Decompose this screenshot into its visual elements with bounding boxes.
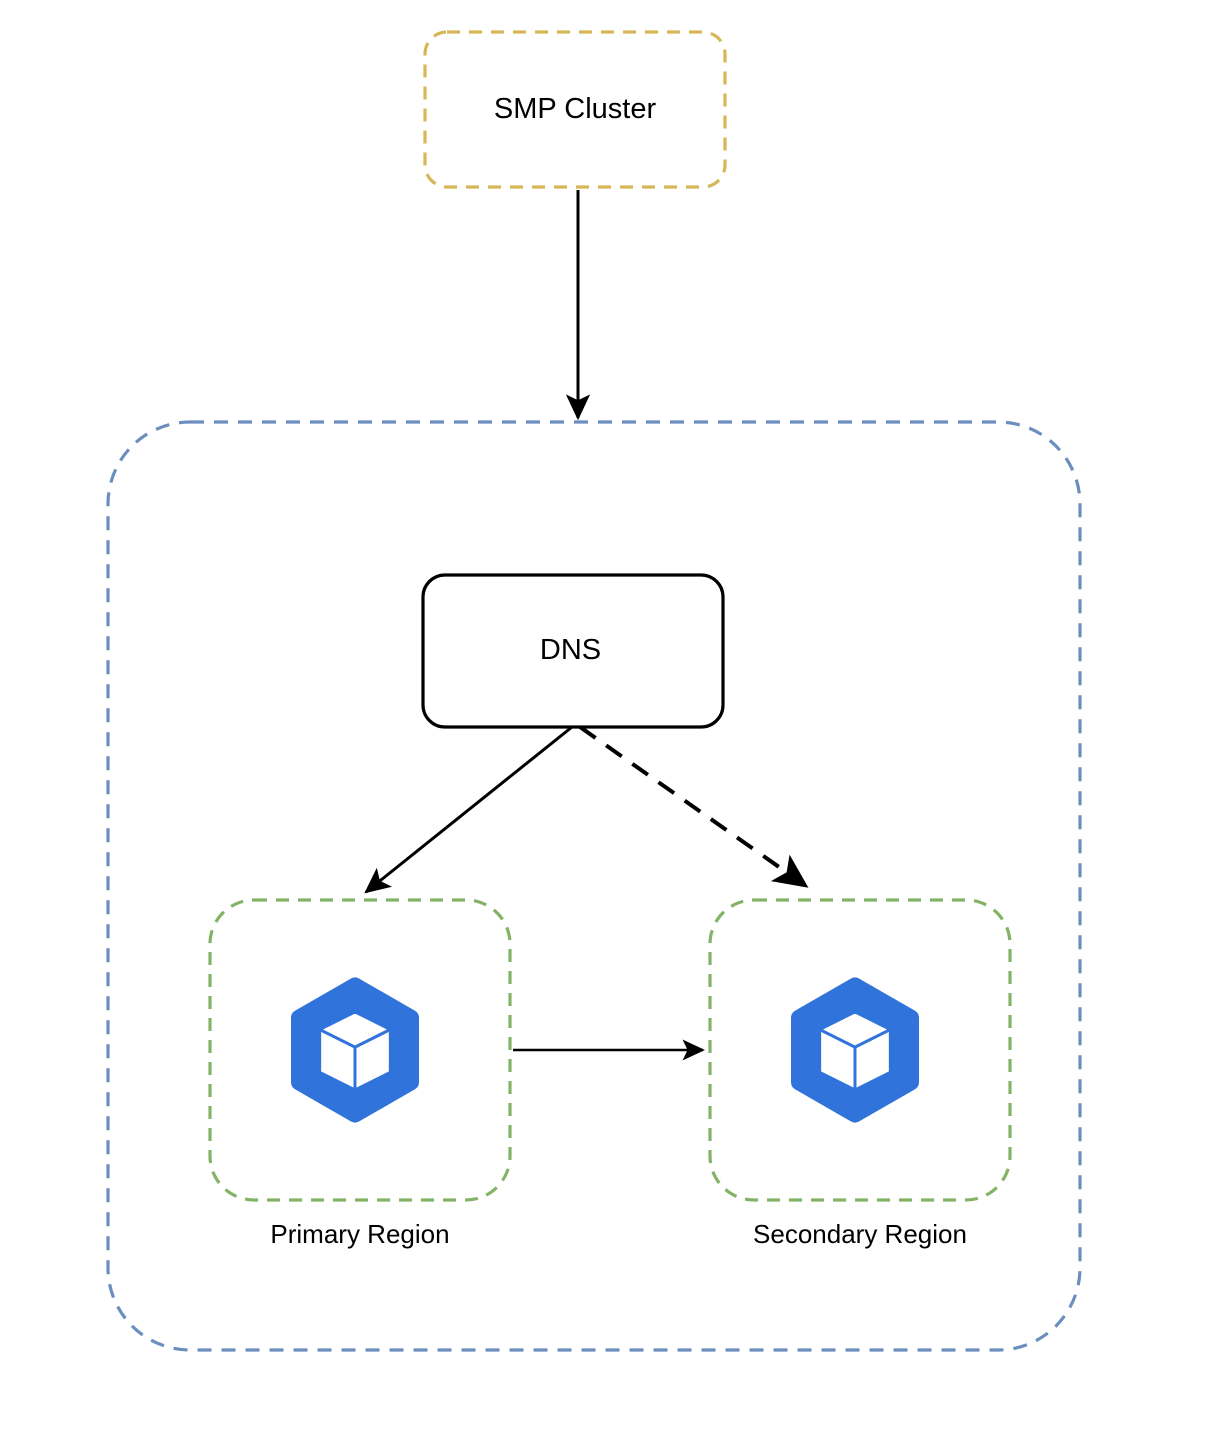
dns-box[interactable] [421,573,725,729]
primary-region-box[interactable] [208,898,512,1202]
smp-cluster-box[interactable] [423,30,727,189]
edge-dns-to-secondary [578,725,809,888]
kubernetes-icon [791,977,919,1123]
edge-dns-to-primary [364,725,573,894]
outer-container-box [106,420,1082,1352]
kubernetes-icon [291,977,419,1123]
secondary-region-box[interactable] [708,898,1012,1202]
